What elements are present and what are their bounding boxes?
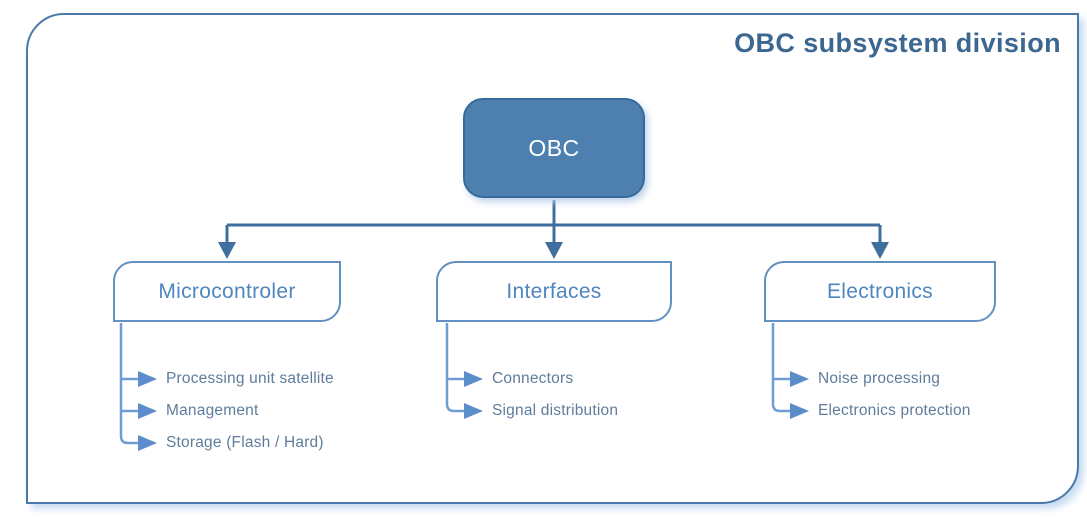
branch-node-label: Electronics <box>826 279 933 303</box>
branch-node-label: Interfaces <box>506 279 602 303</box>
branch-node-electronics: Electronics <box>764 261 996 322</box>
branch-node-label: Microcontroler <box>158 279 296 303</box>
leaf-item-label: Electronics protection <box>818 402 971 419</box>
diagram-title: OBC subsystem division <box>734 28 1061 58</box>
branch-node-microcontroler: Microcontroler <box>113 261 341 322</box>
leaf-item-label: Management <box>166 402 259 419</box>
root-node-obc: OBC <box>463 98 645 198</box>
outer-frame <box>26 13 1079 504</box>
root-node-label: OBC <box>528 134 580 161</box>
leaf-item-label: Processing unit satellite <box>166 370 334 387</box>
leaf-item-label: Signal distribution <box>492 402 619 419</box>
leaf-item-label: Connectors <box>492 370 574 387</box>
leaf-item-label: Noise processing <box>818 370 941 387</box>
branch-node-interfaces: Interfaces <box>436 261 672 322</box>
leaf-item-label: Storage (Flash / Hard) <box>166 434 324 451</box>
